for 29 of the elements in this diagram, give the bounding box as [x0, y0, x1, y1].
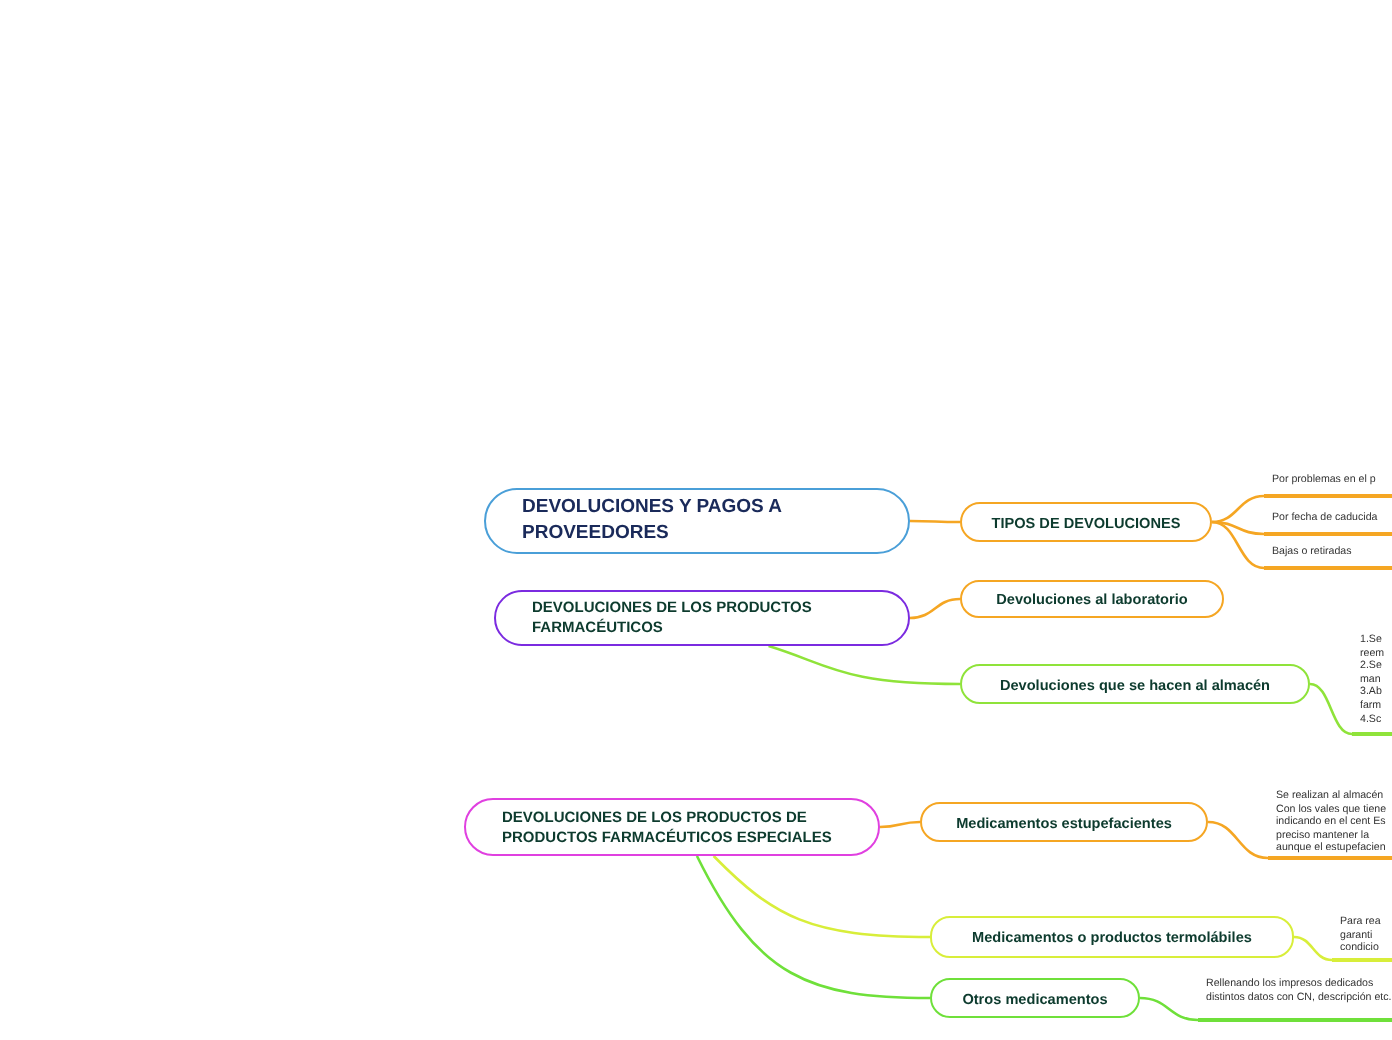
subtopic-box — [930, 916, 1294, 958]
note-underline — [1264, 510, 1392, 536]
connector-line — [1139, 996, 1199, 1022]
topic-box — [464, 798, 880, 856]
connector-line — [712, 855, 930, 939]
note-underline — [1198, 976, 1392, 1022]
connector-line — [1309, 682, 1353, 736]
connector-line — [1293, 935, 1333, 962]
topic-text: DEVOLUCIONES Y PAGOS A PROVEEDORES — [522, 496, 784, 546]
connector-line — [695, 855, 931, 1000]
connector-line — [1211, 520, 1265, 536]
connector-line — [910, 519, 960, 524]
subtopic-box — [930, 978, 1140, 1018]
topic-box — [494, 590, 910, 646]
connector-line — [879, 820, 921, 829]
connector-line — [909, 597, 961, 620]
connector-line — [1211, 494, 1265, 524]
note-underline — [1352, 632, 1392, 736]
connector-line — [1207, 820, 1269, 860]
topic-box — [484, 488, 910, 554]
connector-line — [768, 644, 960, 686]
subtopic-box — [960, 502, 1212, 542]
note-underline — [1332, 914, 1392, 962]
note-underline — [1264, 544, 1392, 570]
note-underline — [1264, 472, 1392, 498]
subtopic-box — [920, 802, 1208, 842]
subtopic-box — [960, 580, 1224, 618]
subtopic-box — [960, 664, 1310, 704]
connector-line — [1211, 520, 1265, 570]
